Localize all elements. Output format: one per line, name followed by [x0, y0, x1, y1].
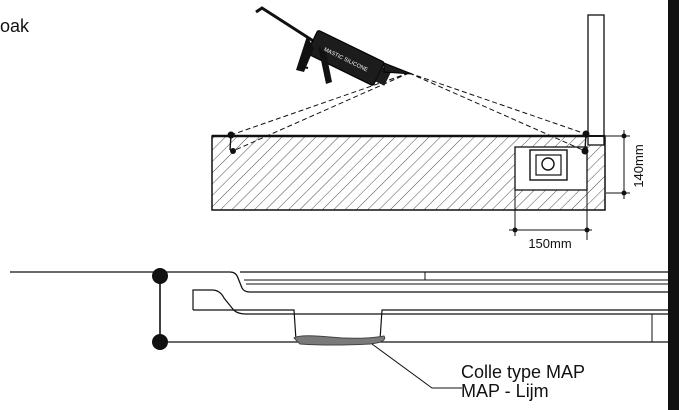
adhesive-bead: [293, 335, 386, 346]
caulk-gun-illustration: MASTIC SILICONE: [255, 6, 413, 86]
anchor-dot-top: [152, 268, 168, 284]
dashed-guides: [230, 72, 587, 152]
frame-edge-bar: [668, 0, 679, 410]
vertical-panel: [587, 14, 605, 146]
top-section-detail: 140mm 150mm: [211, 14, 646, 251]
height-dimension: [606, 130, 630, 199]
cropped-label: oak: [0, 16, 30, 36]
height-dimension-label: 140mm: [631, 144, 646, 187]
glue-label-fr: Colle type MAP: [461, 362, 585, 382]
width-dimension-label: 150mm: [528, 236, 571, 251]
glue-label-nl: MAP - Lijm: [461, 381, 549, 401]
bottom-profile-detail: [10, 271, 668, 346]
glue-leader-line: [371, 343, 462, 389]
anchor-dot-bottom: [152, 334, 168, 350]
drain-circle: [541, 157, 555, 171]
width-dimension: [509, 190, 592, 240]
